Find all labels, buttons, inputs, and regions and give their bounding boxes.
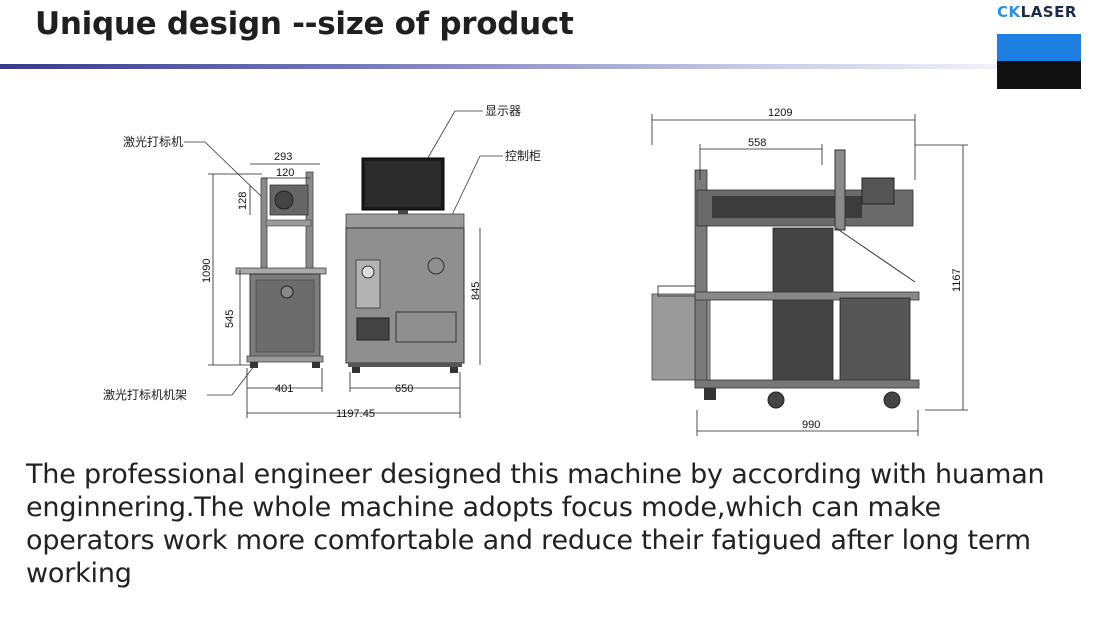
dim-1090: 1090	[201, 259, 213, 283]
title-underline	[0, 64, 1085, 69]
logo-blue-block	[997, 34, 1081, 61]
slide-title: Unique design --size of product	[35, 6, 574, 42]
dim-1197-45: 1197.45	[336, 408, 375, 420]
label-control-cabinet: 控制柜	[505, 149, 541, 163]
marking-stand	[235, 171, 327, 368]
dim-845: 845	[470, 282, 482, 300]
machine-side-view	[651, 149, 920, 409]
dim-120: 120	[276, 167, 294, 179]
dim-558: 558	[748, 137, 766, 149]
logo-laser: LASER	[1020, 3, 1077, 21]
dim-128: 128	[237, 192, 249, 210]
control-cabinet	[345, 157, 465, 373]
right-dimension-lines	[651, 114, 968, 436]
dim-990: 990	[802, 419, 820, 431]
label-laser-marker: 激光打标机	[123, 135, 183, 149]
dim-1167: 1167	[951, 268, 963, 292]
label-laser-stand: 激光打标机机架	[103, 388, 187, 402]
description-paragraph: The professional engineer designed this …	[26, 459, 1045, 589]
dim-401: 401	[275, 383, 293, 395]
dim-650: 650	[395, 383, 413, 395]
logo-black-block	[997, 61, 1081, 89]
label-display: 显示器	[485, 104, 521, 118]
left-technical-drawing: 激光打标机 显示器 控制柜 激光打标机机架	[103, 104, 541, 420]
right-technical-drawing: 1209 558 1167 990	[651, 107, 968, 436]
logo-ck: CK	[997, 3, 1021, 21]
dim-293: 293	[274, 151, 292, 163]
dim-545: 545	[224, 310, 236, 328]
brand-logo-text: CKLASER	[997, 3, 1077, 21]
dim-1209: 1209	[768, 107, 792, 119]
left-dimension-lines	[208, 163, 481, 418]
